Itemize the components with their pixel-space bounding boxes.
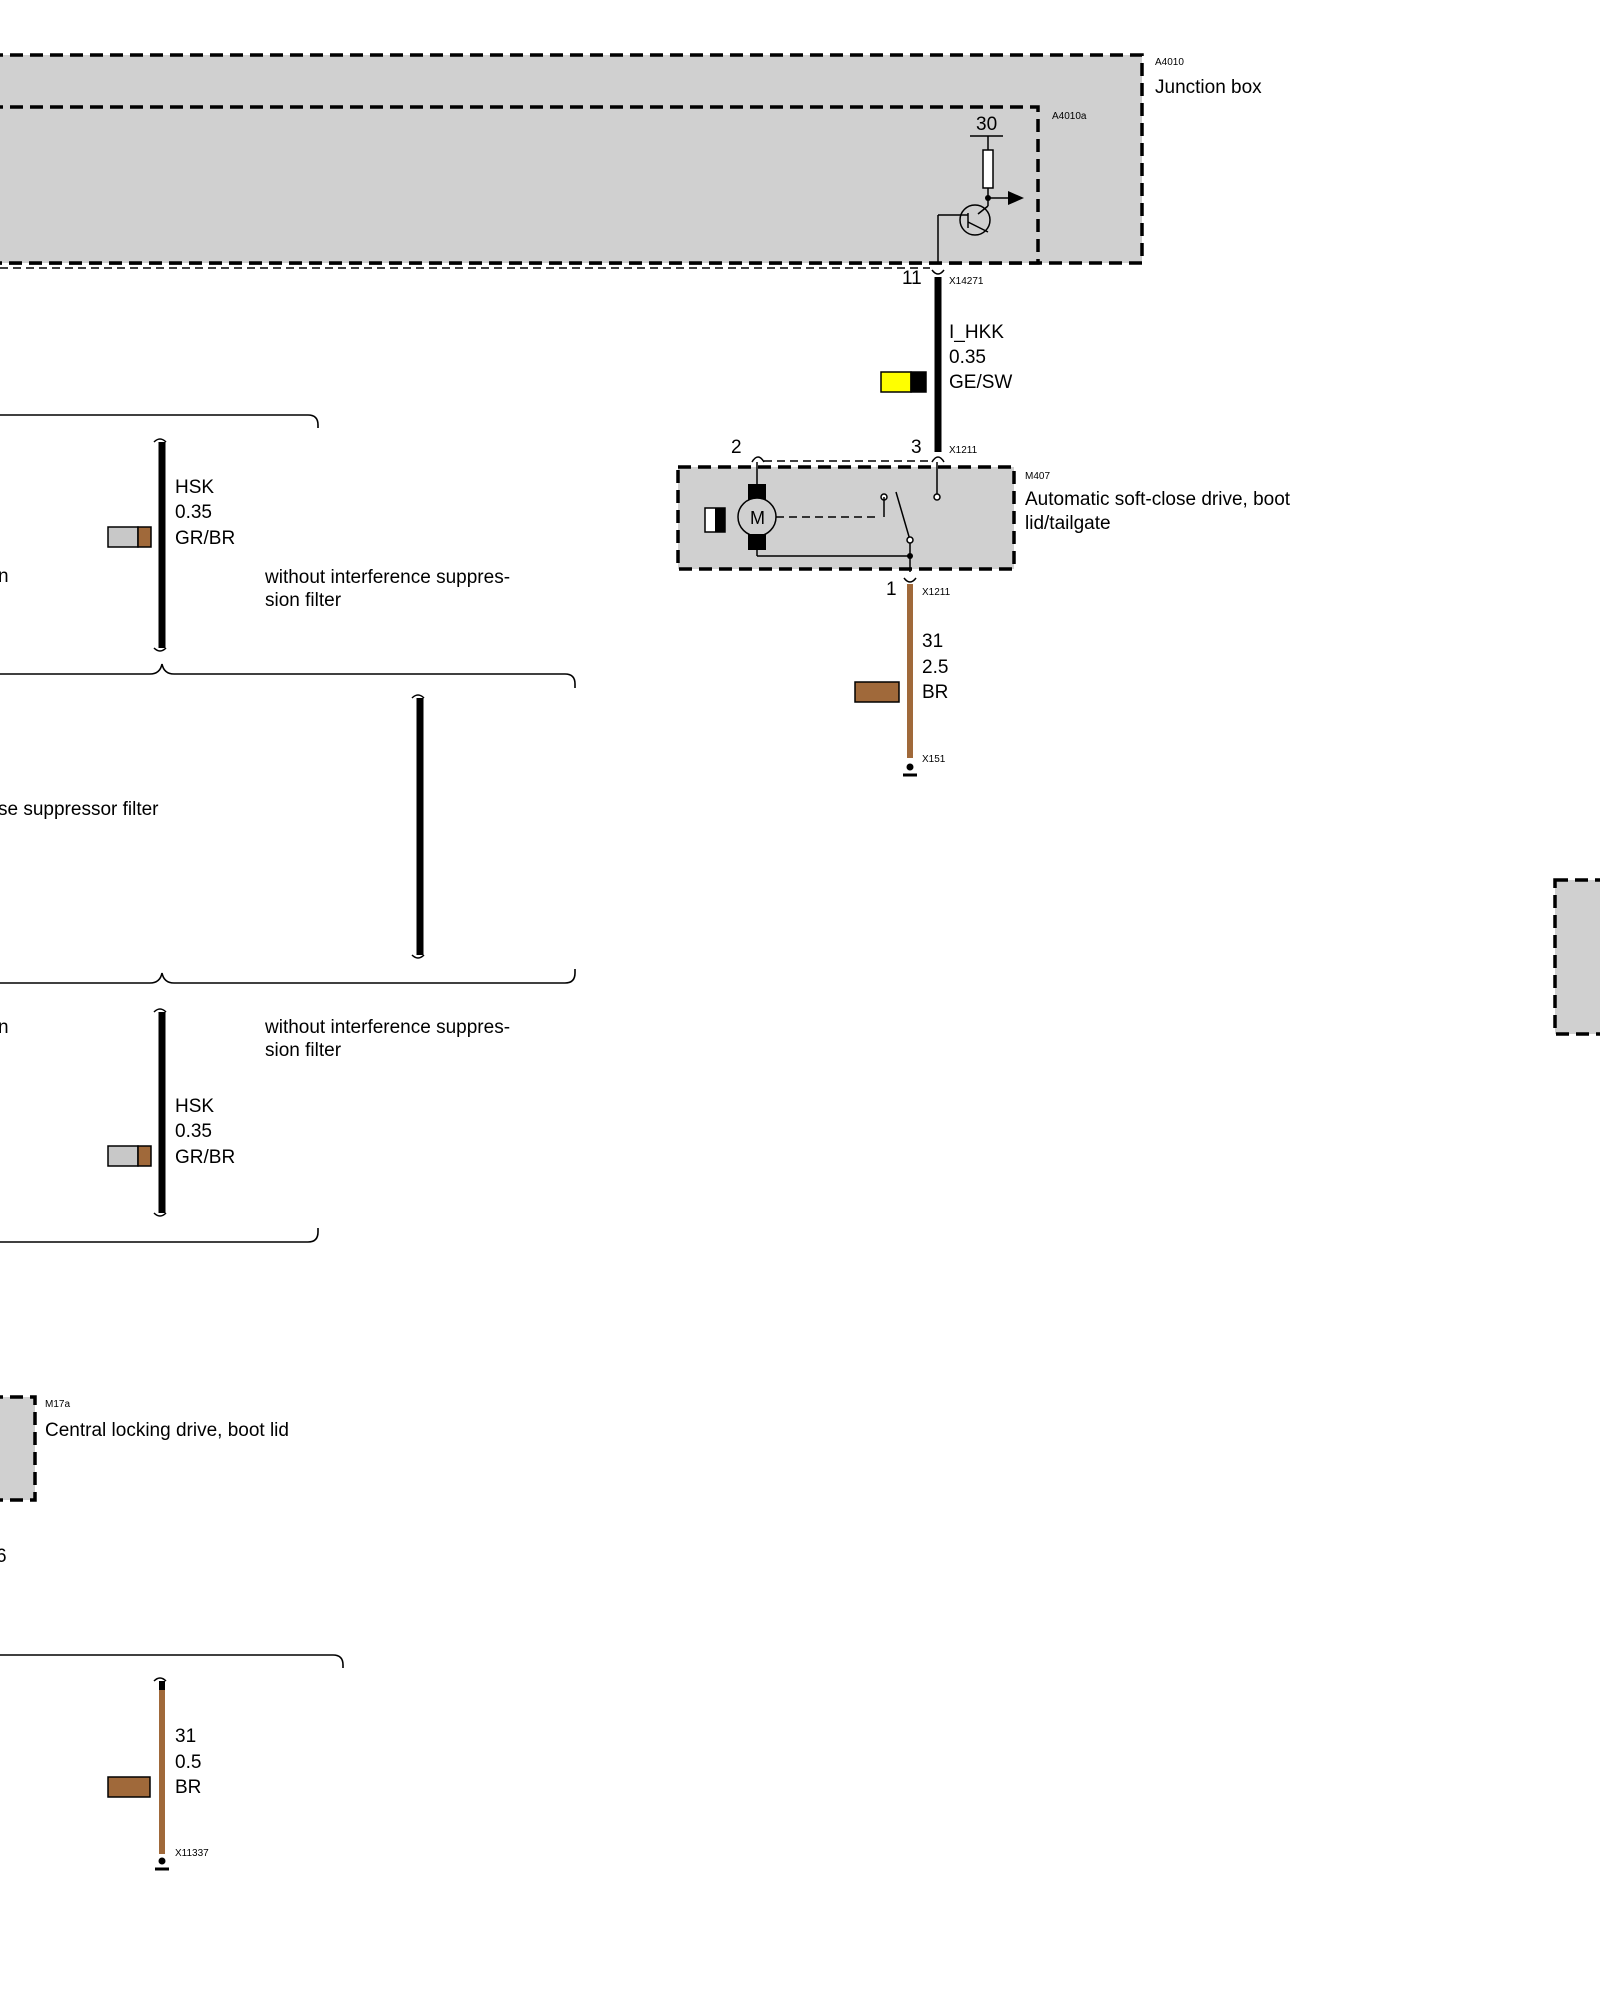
without-filter-2-line1: without interference suppres- [264, 1017, 510, 1038]
hsk-2-color: GR/BR [175, 1147, 235, 1168]
connector-x14271[interactable]: 11 X14271 [902, 268, 984, 289]
hsk-2-break-top-icon [153, 1008, 167, 1013]
variant-cut-n-1: n [0, 566, 9, 587]
i-hkk-signal: I_HKK [949, 322, 1004, 343]
variant-brace-middle-2 [0, 969, 576, 984]
x1211-pin-2: 2 [731, 437, 742, 458]
i-hkk-color: GE/SW [949, 372, 1012, 393]
without-filter-1-line1: without interference suppres- [264, 567, 510, 588]
suppressor-partial-label: se suppressor filter [0, 799, 159, 820]
wire-color-grey-swatch [107, 526, 139, 548]
central-locking-code: M17a [45, 1399, 70, 1410]
hsk-1-size: 0.35 [175, 502, 212, 523]
suppressor-break-top-icon [411, 694, 425, 699]
wire-color-brown-swatch [137, 526, 152, 548]
wire-hsk-2[interactable]: HSK 0.35 GR/BR [107, 1008, 235, 1217]
wire-ground-lock[interactable]: 31 0.5 BR [107, 1677, 201, 1854]
ground-x151[interactable]: X151 [903, 754, 946, 777]
wire-hsk-1[interactable]: HSK 0.35 GR/BR [107, 438, 235, 652]
soft-close-name-line1: Automatic soft-close drive, boot [1025, 489, 1291, 510]
hsk-2-size: 0.35 [175, 1121, 212, 1142]
x1211-pin-1-socket-icon [903, 577, 917, 583]
suppressor-break-bottom-icon [411, 954, 425, 959]
ground-main-signal: 31 [922, 631, 943, 652]
wire-color-brown-swatch [107, 1776, 151, 1798]
wire-color-black-swatch [910, 371, 927, 393]
variant-brace-top [0, 414, 319, 428]
x1211-pin-3-socket-icon [931, 456, 945, 463]
x151-code: X151 [922, 754, 946, 765]
transistor-collector [977, 205, 989, 215]
variant-brace-bottom [0, 1228, 319, 1243]
ground-lock-color: BR [175, 1777, 201, 1798]
ground-lock-signal: 31 [175, 1726, 196, 1747]
x1211-pin-3: 3 [911, 437, 922, 458]
wire-color-grey-swatch [107, 1145, 139, 1167]
switch-contact-c [906, 536, 914, 544]
hsk-1-color: GR/BR [175, 528, 235, 549]
wire-color-brown-swatch [137, 1145, 152, 1167]
variant-cut-6: 6 [0, 1546, 7, 1567]
junction-box-code: A4010 [1155, 57, 1184, 68]
i-hkk-size: 0.35 [949, 347, 986, 368]
variant-brace-middle-1 [0, 663, 576, 688]
x14271-socket-icon [931, 269, 945, 275]
soft-close-code: M407 [1025, 471, 1050, 482]
ground-main-size: 2.5 [922, 657, 948, 678]
hsk-1-break-top-icon [153, 438, 167, 443]
hsk-1-break-bottom-icon [153, 647, 167, 652]
ground-junction-dot [907, 553, 913, 559]
motor-brush-top [748, 484, 766, 500]
transistor-icon [959, 204, 991, 236]
ground-x11337[interactable]: X11337 [155, 1848, 209, 1871]
x14271-pin: 11 [902, 268, 922, 289]
wire-i-hkk[interactable]: I_HKK 0.35 GE/SW [880, 277, 1012, 452]
transistor-emitter [967, 221, 989, 233]
soft-close-drive[interactable]: 2 3 X1211 M407 Automatic soft-close driv… [676, 437, 1291, 572]
soft-close-name-line2: lid/tailgate [1025, 513, 1111, 534]
junction-box-inner[interactable]: A4010a 30 [0, 105, 1087, 269]
central-locking-name: Central locking drive, boot lid [45, 1420, 289, 1441]
connector-x1211-bottom[interactable]: 1 X1211 [886, 577, 951, 600]
hsk-2-break-bottom-icon [153, 1212, 167, 1217]
x1211-pin-1: 1 [886, 579, 897, 600]
without-filter-2-line2: sion filter [265, 1040, 342, 1061]
variant-cut-n-2: n [0, 1017, 9, 1038]
x1211-top-code: X1211 [949, 445, 978, 456]
x11337-code: X11337 [175, 1848, 209, 1859]
motor-brush-bottom [748, 534, 766, 550]
switch-arm [895, 491, 911, 541]
variant-group-3: n without interference suppres- sion fil… [0, 1017, 510, 1243]
junction-box-name: Junction box [1155, 77, 1262, 98]
output-arrow-icon [1008, 191, 1024, 205]
ground-lock-size: 0.5 [175, 1752, 201, 1773]
hsk-2-signal: HSK [175, 1096, 214, 1117]
offscreen-component[interactable] [1553, 878, 1600, 1036]
x1211-pin-2-socket-icon [751, 456, 765, 463]
wire-color-brown-swatch [854, 681, 900, 703]
terminal-30-label: 30 [976, 114, 997, 135]
hsk-1-signal: HSK [175, 477, 214, 498]
junction-box-inner-code: A4010a [1052, 111, 1087, 122]
x1211-bottom-code: X1211 [922, 587, 951, 598]
variant-group-2: se suppressor filter [0, 799, 159, 820]
ground-point-icon [906, 763, 914, 771]
switch-contact-b [933, 493, 941, 501]
central-locking-drive[interactable]: M17a Central locking drive, boot lid 6 [0, 1395, 289, 1567]
ground-main-color: BR [922, 682, 948, 703]
wire-ground-main[interactable]: 31 2.5 BR [854, 584, 948, 758]
ground-point-icon [158, 1857, 166, 1865]
variant-brace-lock [0, 1654, 344, 1668]
x14271-code: X14271 [949, 276, 984, 287]
wire-suppressor[interactable] [411, 694, 425, 959]
resistor-symbol [982, 149, 994, 189]
motor-m-glyph: M [750, 508, 765, 528]
ground-lock-break-icon [153, 1677, 167, 1682]
wire-color-yellow-swatch [880, 371, 912, 393]
variant-group-1: n without interference suppres- sion fil… [0, 414, 510, 611]
sensor-block-fill [715, 508, 725, 532]
without-filter-1-line2: sion filter [265, 590, 342, 611]
